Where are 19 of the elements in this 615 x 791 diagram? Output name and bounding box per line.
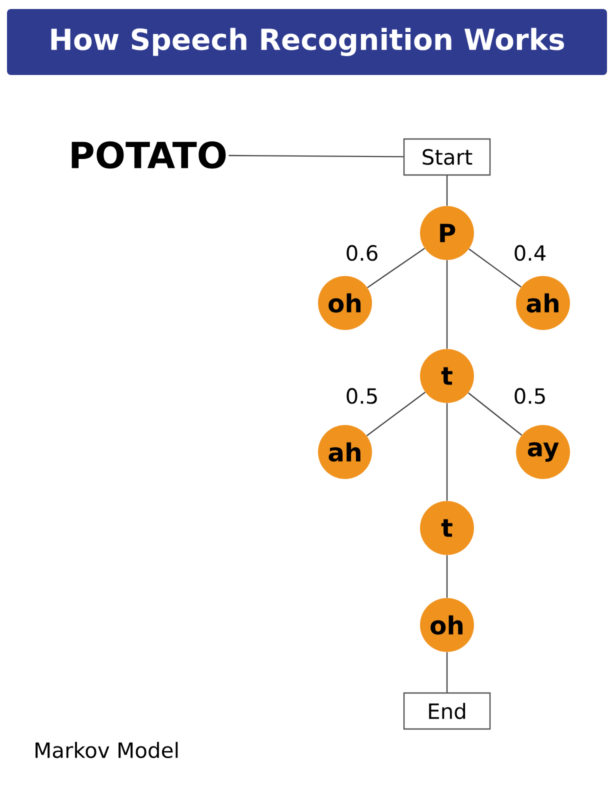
probability-label: 0.5: [344, 387, 380, 405]
connector-line: [446, 403, 448, 501]
word-label: POTATO: [72, 141, 226, 169]
connector-line: [446, 555, 448, 598]
probability-label: 0.4: [512, 244, 548, 262]
connector-line: [446, 652, 448, 692]
connector-line: [228, 154, 404, 158]
connector-line: [468, 248, 522, 288]
caption-text: Markov Model: [36, 742, 178, 758]
connector-line: [446, 260, 448, 349]
connector-line: [468, 392, 522, 436]
probability-label: 0.6: [344, 244, 380, 262]
state-box: Start: [403, 138, 491, 176]
title-banner: How Speech Recognition Works: [7, 9, 607, 75]
state-box: End: [403, 692, 491, 730]
connector-line: [366, 392, 426, 436]
connector-line: [367, 248, 425, 288]
probability-label: 0.5: [512, 387, 548, 405]
connector-line: [446, 176, 448, 206]
